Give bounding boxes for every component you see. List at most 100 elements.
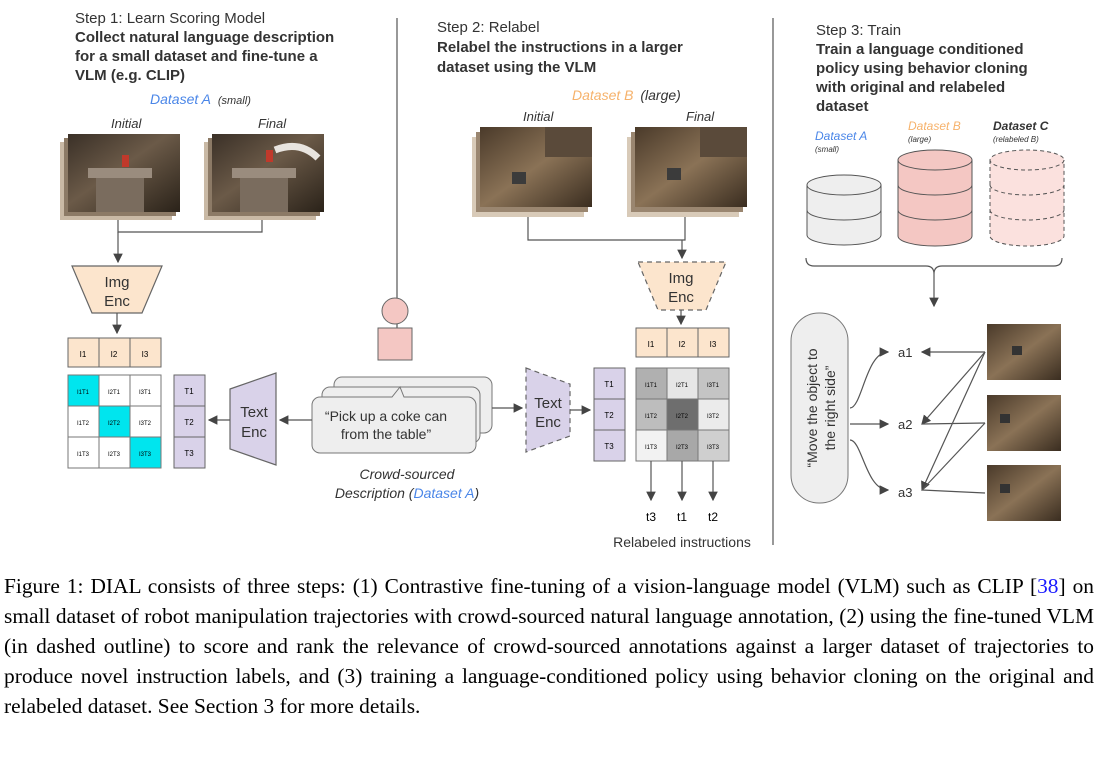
policy-arrow-a1 — [849, 347, 890, 409]
step2-img-encoder — [637, 261, 727, 311]
step2-cell-1-0: I1T2 — [645, 414, 658, 420]
step1-text-tokens: T1 T2 T3 — [173, 374, 206, 469]
dial-diagram: Step 1: Learn Scoring Model Collect natu… — [60, 10, 1065, 550]
step2-cell-2-2: I3T3 — [707, 445, 720, 451]
state-frame-3 — [987, 465, 1061, 521]
step2-output-t2: t2 — [708, 510, 718, 524]
step2-cell-0-0: I1T1 — [645, 383, 658, 389]
step1-initial-image-stack — [60, 134, 180, 220]
step1-desc-line1: Collect natural language description — [75, 29, 334, 46]
step2-cell-2-1: I2T3 — [676, 445, 689, 451]
step1-img-enc-label-2: Enc — [104, 293, 130, 310]
step1-token-t1: T1 — [184, 387, 194, 396]
step3-dataset-c-size: (relabeled B) — [993, 135, 1039, 144]
crowd-quote-line2: from the table” — [341, 426, 432, 442]
step1-desc-line3: VLM (e.g. CLIP) — [75, 67, 185, 84]
crowd-caption-line1: Crowd-sourced — [360, 466, 456, 482]
step2-final-label: Final — [686, 109, 715, 124]
step2-dataset-size: (large) — [640, 87, 680, 103]
action-a2: a2 — [898, 417, 912, 432]
step2-image-tokens: I1 I2 I3 — [635, 327, 730, 358]
step1-img-encoder — [71, 265, 163, 314]
dataset-a-cylinder — [806, 174, 882, 246]
step1-img-enc-label-1: Img — [104, 274, 129, 291]
step3-dataset-a-size: (small) — [815, 145, 839, 154]
step2-token-t1: T1 — [604, 380, 614, 389]
policy-arrow-a3 — [849, 439, 890, 495]
step1-similarity-matrix: I1T1 I2T1 I3T1 I1T2 I2T2 I3T2 I1T3 I2T3 … — [67, 374, 162, 469]
caption-citation-link[interactable]: 38 — [1037, 574, 1059, 598]
step3-dataset-b-name: Dataset B — [908, 119, 961, 133]
step1-token-t2: T2 — [184, 418, 194, 427]
step3-instruction-line2: the right side” — [822, 365, 838, 450]
step1-title: Step 1: Learn Scoring Model — [75, 10, 265, 27]
step2-image-connector — [527, 217, 686, 241]
step1-desc-line2: for a small dataset and fine-tune a — [75, 48, 318, 65]
step2-output-t3: t3 — [646, 510, 656, 524]
step1-dataset-size: (small) — [218, 95, 251, 107]
step1-token-i2: I2 — [111, 350, 118, 359]
action-a1: a1 — [898, 345, 912, 360]
state-frame-2 — [987, 395, 1061, 451]
step2-text-enc-label-2: Enc — [535, 414, 561, 431]
caption-text-b: ] on small dataset of robot manipulation… — [4, 574, 1094, 718]
step2-cell-2-0: I1T3 — [645, 445, 658, 451]
step2-token-i1: I1 — [648, 340, 655, 349]
step2-cell-1-1: I2T2 — [676, 414, 689, 420]
step3-desc-line3: with original and relabeled — [815, 79, 1005, 96]
step3-title: Step 3: Train — [816, 22, 901, 39]
step1-cell-0-0: I1T1 — [77, 390, 90, 396]
step1-token-i3: I3 — [142, 350, 149, 359]
state-frame-1 — [987, 324, 1061, 380]
step2-img-enc-label-1: Img — [668, 270, 693, 287]
crowd-caption-line2: Description (Dataset A) — [335, 485, 479, 501]
step1-text-enc-label-1: Text — [240, 404, 268, 421]
dataset-c-cylinder — [989, 149, 1065, 247]
step3-dataset-b-size: (large) — [908, 135, 931, 144]
step2-token-t2: T2 — [604, 411, 614, 420]
step1-dataset-label: Dataset A (small) — [150, 91, 251, 107]
speech-bubble-stack — [311, 376, 493, 454]
step1-token-i1: I1 — [80, 350, 87, 359]
step1-image-connector — [117, 220, 263, 233]
step2-desc-line2: dataset using the VLM — [437, 59, 596, 76]
step2-text-tokens: T1 T2 T3 — [593, 367, 626, 462]
step1-cell-1-2: I3T2 — [139, 421, 152, 427]
step2-initial-image-stack — [472, 127, 592, 217]
step2-final-image-stack — [627, 127, 747, 217]
crowd-quote-line1: “Pick up a coke can — [325, 408, 447, 424]
step1-dataset-name: Dataset A — [150, 91, 211, 107]
step2-token-t3: T3 — [604, 442, 614, 451]
step1-cell-2-1: I2T3 — [108, 452, 121, 458]
step2-title: Step 2: Relabel — [437, 19, 540, 36]
step3-desc-line4: dataset — [816, 98, 869, 115]
step1-cell-2-2: I3T3 — [139, 452, 152, 458]
step1-cell-2-0: I1T3 — [77, 452, 90, 458]
crowd-worker-icon — [377, 297, 413, 361]
step1-cell-1-1: I2T2 — [108, 421, 121, 427]
step3-desc-line2: policy using behavior cloning — [816, 60, 1028, 77]
step1-final-label: Final — [258, 116, 287, 131]
step3-instruction-pill — [790, 312, 849, 504]
step2-text-encoder — [525, 367, 571, 453]
step1-cell-0-2: I3T1 — [139, 390, 152, 396]
step1-token-t3: T3 — [184, 449, 194, 458]
caption-text-a: DIAL consists of three steps: (1) Contra… — [83, 574, 1038, 598]
step1-text-enc-label-2: Enc — [241, 424, 267, 441]
step2-token-i3: I3 — [710, 340, 717, 349]
step2-dataset-name: Dataset B — [572, 87, 633, 103]
step2-dataset-label: Dataset B (large) — [572, 87, 681, 103]
step2-desc-line1: Relabel the instructions in a larger — [437, 39, 683, 56]
step1-image-tokens: I1 I2 I3 — [67, 337, 162, 368]
step2-cell-0-2: I3T1 — [707, 383, 720, 389]
action-a3: a3 — [898, 485, 912, 500]
dataset-b-cylinder — [897, 149, 973, 247]
step1-text-encoder — [229, 372, 277, 466]
step2-token-i2: I2 — [679, 340, 686, 349]
step2-text-enc-label-1: Text — [534, 395, 562, 412]
step1-cell-1-0: I1T2 — [77, 421, 90, 427]
caption-label: Figure 1: — [4, 574, 84, 598]
step2-img-enc-label-2: Enc — [668, 289, 694, 306]
step2-cell-0-1: I2T1 — [676, 383, 689, 389]
datasets-brace — [805, 257, 1063, 275]
